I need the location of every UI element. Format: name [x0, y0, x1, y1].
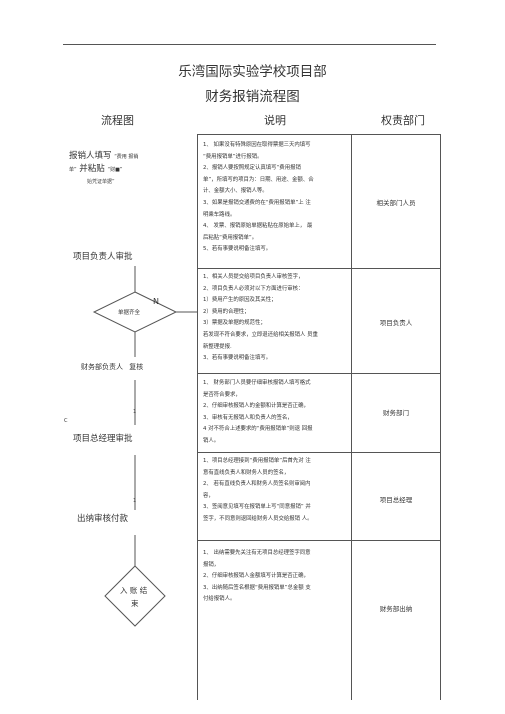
row-rule-2: [197, 373, 440, 374]
page-title: 乐湾国际实验学校项目部: [178, 64, 327, 80]
row-rule-4: [197, 540, 440, 541]
tick-2: 1: [133, 498, 137, 504]
dept-row-5: 财务部出纳: [379, 605, 413, 613]
row-rule-1: [197, 268, 440, 269]
header-desc: 说明: [264, 114, 286, 127]
row-rule-0: [197, 134, 440, 135]
dept-row-2: 项目负责人: [379, 319, 413, 327]
end-label-line2: 束: [131, 599, 139, 608]
diamond-label: 单据齐全: [118, 310, 141, 316]
col-rule-left: [197, 134, 198, 700]
step-finance-review: 财务部负责人 复核: [81, 363, 144, 371]
row-rule-3: [197, 452, 440, 453]
dept-row-4: 项目总经理: [379, 496, 413, 504]
desc-row-2: 1、相关人员提交给项目负责人审核签字， 2、项目负责人必须对以下方面进行审核： …: [203, 274, 318, 362]
desc-row-1: 1、 如果没有特殊原因在取得票据三天内填写 “费用报销单”进行报销。 2、报销人…: [203, 142, 314, 253]
n-label: N: [153, 297, 159, 306]
desc-row-5: 1、 出纳需要先关注有无项目总经理签字同意 报销， 2、仔细审核报销人金额填写计…: [203, 550, 311, 603]
step-cashier-payment: 出纳审核付款: [77, 514, 129, 524]
desc-row-3: 1、 财务部门人员要仔细审核报销人填写格式 是否符合要求， 2、仔细审核报销人的…: [203, 380, 313, 444]
header-flow: 流程图: [101, 114, 134, 127]
col-rule-right: [440, 134, 441, 700]
end-diamond: [104, 565, 166, 627]
tick-1: 1: [133, 409, 137, 415]
page-subtitle: 财务报销流程图: [205, 89, 300, 105]
step-gm-approval: 项目总经理审批: [73, 434, 133, 444]
dept-row-1: 相关部门人员: [376, 199, 416, 207]
top-rule: [63, 44, 436, 45]
start-text-line1: 报销人填写 “费用 报销: [69, 151, 139, 161]
end-label-line1: 入 账 结: [120, 586, 148, 595]
start-text-line2: 单” 并粘贴 “财■”: [69, 164, 123, 174]
step-project-lead-approval: 项目负责人审批: [73, 252, 133, 262]
desc-row-4: 1、项目总经理接到“费用报销单”后首先对 注 意有直线负责人和财务人员的签名， …: [203, 458, 313, 522]
start-text-line3: 始凭证单据”: [87, 179, 115, 185]
header-dept: 权责部门: [381, 114, 425, 127]
tick-c: C: [64, 418, 68, 424]
dept-row-3: 财务部门: [383, 409, 409, 417]
col-rule-mid: [351, 134, 352, 700]
